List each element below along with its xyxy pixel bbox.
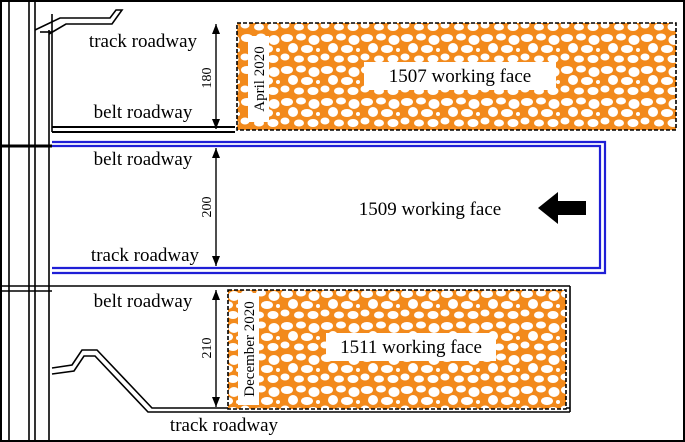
face-label-1509: 1509 working face <box>359 199 501 220</box>
top-junction <box>34 9 124 35</box>
face-label-bg-1507 <box>364 62 556 90</box>
lower-roadway-label-1511: track roadway <box>170 415 279 436</box>
width-label-1507: 180 <box>200 68 215 89</box>
upper-roadway-label-1507: track roadway <box>89 31 198 52</box>
face-label-1507: 1507 working face <box>389 66 531 87</box>
mining-date-1511: December 2020 <box>242 301 258 396</box>
panel-1509: 1509 working face 200 belt roadway track… <box>52 140 607 275</box>
main-roadways <box>0 0 52 442</box>
upper-roadway-label-1509: belt roadway <box>94 149 193 170</box>
mining-date-1507: April 2020 <box>252 46 268 111</box>
face-label-bg-1511 <box>326 333 496 361</box>
panel-1507: 1507 working face April 2020 180 track r… <box>51 22 677 133</box>
face-label-1511: 1511 working face <box>340 337 482 358</box>
active-face-outline-inner <box>52 144 602 270</box>
track-roadway-1511 <box>51 349 570 409</box>
lower-roadway-label-1509: track roadway <box>91 245 200 266</box>
panel-1511: 1511 working face December 2020 210 belt… <box>51 285 571 436</box>
lower-roadway-label-1507: belt roadway <box>94 102 193 123</box>
width-label-1511: 210 <box>200 338 215 359</box>
width-label-1509: 200 <box>200 197 215 218</box>
upper-roadway-label-1511: belt roadway <box>94 291 193 312</box>
active-face-outline-outer <box>52 140 607 275</box>
advance-arrow-icon <box>538 192 586 224</box>
